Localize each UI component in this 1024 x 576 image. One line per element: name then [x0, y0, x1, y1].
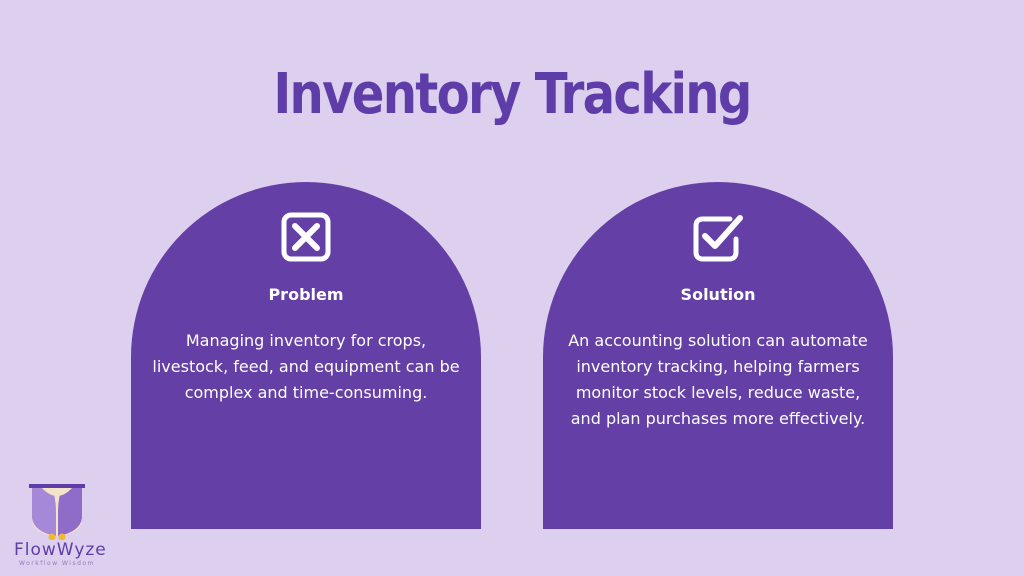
owl-logo-icon: [26, 482, 88, 544]
logo-tagline: Workflow Wisdom: [19, 560, 95, 567]
logo-name: FlowWyze: [14, 540, 107, 560]
x-checkbox-icon: [280, 211, 332, 263]
problem-heading: Problem: [268, 285, 344, 304]
solution-card: Solution An accounting solution can auto…: [543, 182, 893, 529]
problem-text: Managing inventory for crops, livestock,…: [152, 331, 460, 402]
checkmark-checkbox-icon: [692, 211, 744, 263]
flowwyze-logo: FlowWyze Workflow Wisdom: [14, 482, 107, 572]
page-title: Inventory Tracking: [273, 62, 752, 127]
solution-heading: Solution: [680, 285, 756, 304]
solution-text: An accounting solution can automate inve…: [568, 331, 868, 428]
problem-card: Problem Managing inventory for crops, li…: [131, 182, 481, 529]
